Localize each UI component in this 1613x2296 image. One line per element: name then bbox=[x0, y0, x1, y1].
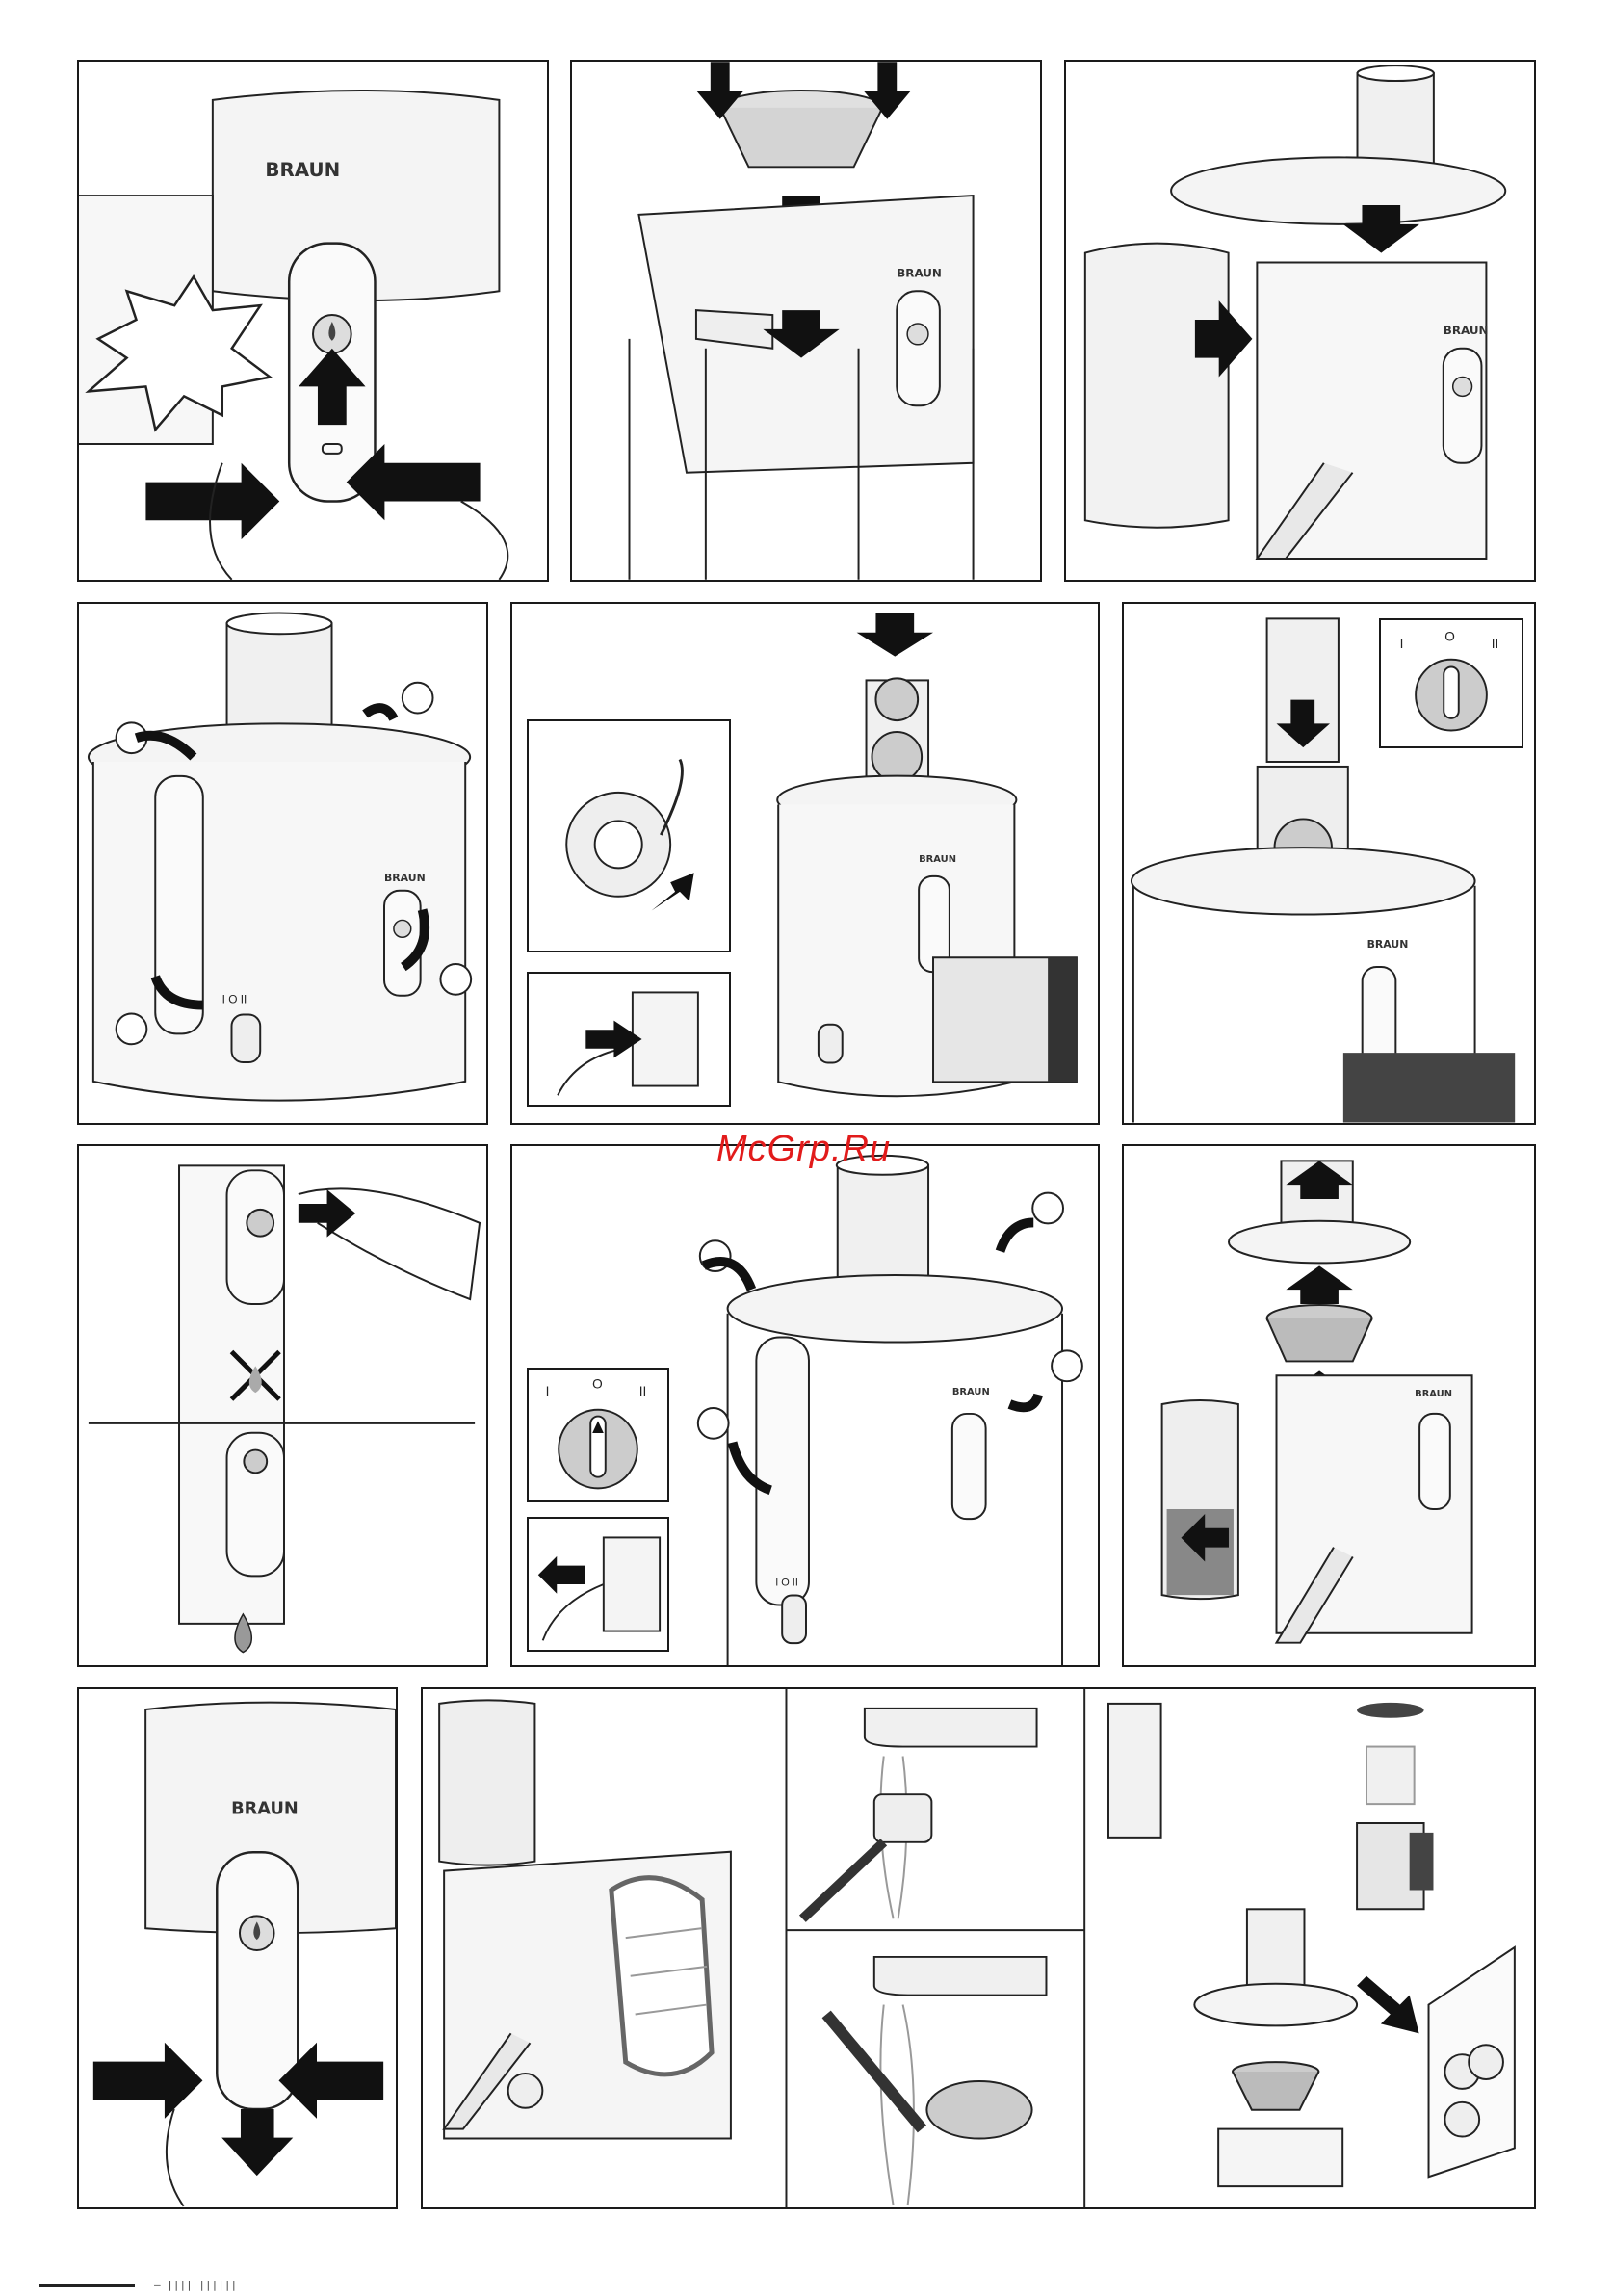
panel-7-drip-stop bbox=[77, 1144, 488, 1667]
froth-separator bbox=[1366, 1747, 1415, 1805]
svg-text:BRAUN: BRAUN bbox=[231, 1799, 299, 1819]
panel-5-feed: BRAUN bbox=[510, 602, 1100, 1125]
arrow-right-icon bbox=[145, 463, 279, 539]
tap bbox=[874, 1957, 1047, 1996]
panel-7-illustration bbox=[79, 1146, 486, 1665]
panel-8-illustration: I O II BRAUN bbox=[512, 1146, 1098, 1665]
arrow-down-icon bbox=[857, 613, 933, 657]
pusher bbox=[1108, 1704, 1161, 1838]
arrow-right-icon bbox=[93, 2043, 203, 2119]
panel-10-remove-spout: BRAUN bbox=[77, 1687, 398, 2209]
svg-text:BRAUN: BRAUN bbox=[1415, 1389, 1452, 1399]
spout bbox=[227, 1170, 284, 1304]
svg-text:BRAUN: BRAUN bbox=[1444, 324, 1489, 337]
panel-10-illustration: BRAUN bbox=[79, 1689, 396, 2207]
lid bbox=[1194, 1984, 1357, 2026]
lid bbox=[1229, 1221, 1410, 1264]
speed-dial bbox=[819, 1025, 843, 1063]
fruit bbox=[872, 732, 922, 782]
svg-text:I O II: I O II bbox=[222, 993, 247, 1006]
panel-9-illustration: BRAUN bbox=[1124, 1146, 1534, 1665]
svg-text:BRAUN: BRAUN bbox=[384, 872, 426, 884]
panel-6-pusher: I O II BRAUN bbox=[1122, 602, 1536, 1125]
footer-rule bbox=[39, 2284, 135, 2287]
svg-text:I O II: I O II bbox=[775, 1578, 798, 1589]
brand-logo: BRAUN bbox=[265, 159, 340, 181]
speed-dial bbox=[232, 1015, 261, 1063]
panel-11-illustration bbox=[423, 1689, 1534, 2207]
feed-tube bbox=[838, 1165, 928, 1290]
tap bbox=[865, 1709, 1037, 1747]
panel-4-illustration: I O II BRAUN bbox=[79, 604, 486, 1123]
jug-lid bbox=[1357, 1703, 1423, 1718]
brush bbox=[802, 1842, 883, 1918]
footer-text: — |||| |||||| bbox=[154, 2279, 237, 2291]
speed-dial bbox=[782, 1596, 806, 1644]
svg-text:BRAUN: BRAUN bbox=[1367, 938, 1409, 951]
cleaning-cloth bbox=[611, 1878, 712, 2074]
panel-1-illustration: BRAUN bbox=[79, 62, 547, 580]
lid bbox=[1171, 157, 1505, 223]
locking-arm bbox=[756, 1338, 809, 1605]
svg-text:BRAUN: BRAUN bbox=[952, 1387, 990, 1397]
pulp-container bbox=[1085, 244, 1229, 528]
panel-5-illustration: BRAUN bbox=[512, 604, 1098, 1123]
arrow-down-right-icon bbox=[1357, 1976, 1419, 2034]
panel-2-illustration: BRAUN bbox=[572, 62, 1040, 580]
pulp-container bbox=[439, 1700, 534, 1865]
panel-2-filter: BRAUN bbox=[570, 60, 1042, 582]
panel-3-container-lid: BRAUN bbox=[1064, 60, 1536, 582]
filter-basket bbox=[926, 2081, 1031, 2139]
panel-1-release: BRAUN bbox=[77, 60, 549, 582]
arrow-down-icon bbox=[221, 2109, 293, 2176]
panel-11-cleaning bbox=[421, 1687, 1536, 2209]
spout bbox=[217, 1852, 298, 2109]
arrow-up-icon bbox=[1286, 1265, 1352, 1304]
panel-9-disassemble: BRAUN bbox=[1122, 1144, 1536, 1667]
panel-4-lock-arm: I O II BRAUN bbox=[77, 602, 488, 1125]
panel-6-illustration: BRAUN bbox=[1124, 604, 1534, 1123]
watermark: McGrp.Ru bbox=[716, 1129, 891, 1170]
fruit bbox=[875, 678, 918, 720]
svg-text:BRAUN: BRAUN bbox=[919, 854, 956, 865]
panel-8-unplug: I O II I O II BRAUN bbox=[510, 1144, 1100, 1667]
panel-3-illustration: BRAUN bbox=[1066, 62, 1534, 580]
svg-text:BRAUN: BRAUN bbox=[897, 266, 942, 279]
